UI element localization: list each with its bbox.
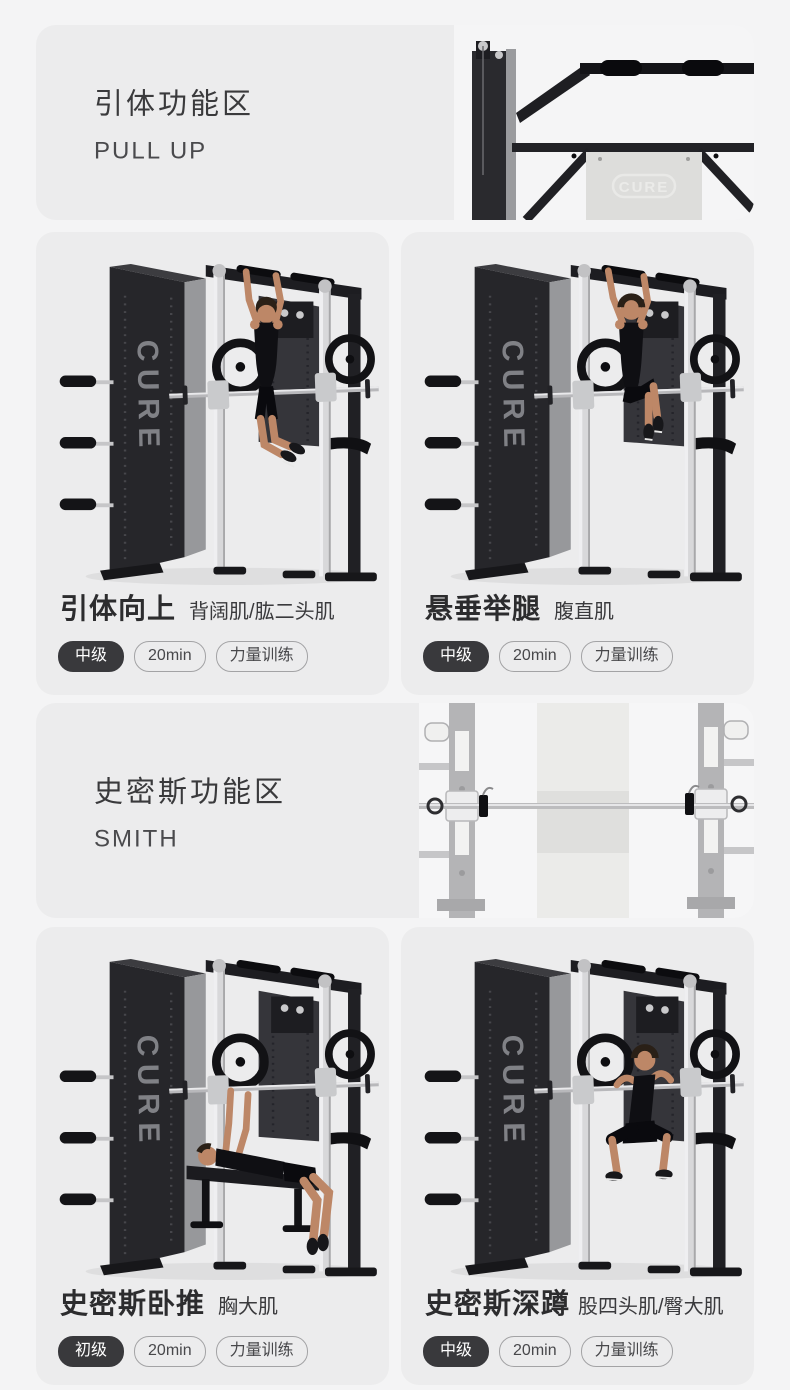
- level-badge: 中级: [58, 641, 125, 672]
- smith-zone-equipment-image: [419, 703, 754, 918]
- exercise-card-hanging-leg-raise: 悬垂举腿 腹直肌 中级 20min 力量训练: [401, 232, 754, 695]
- target-muscles: 背阔肌/肱二头肌: [189, 601, 335, 623]
- smith-squat-exercise-image: [401, 935, 754, 1281]
- duration-badge: 20min: [134, 1336, 206, 1367]
- zone-title: 史密斯功能区: [94, 776, 287, 808]
- target-muscles: 胸大肌: [218, 1296, 279, 1318]
- exercise-tags: 中级 20min 力量训练: [401, 1336, 754, 1367]
- athlete-leg-raise-figure: [604, 267, 664, 441]
- category-badge: 力量训练: [215, 641, 308, 672]
- level-badge: 中级: [423, 1336, 490, 1367]
- target-muscles: 股四头肌/臀大肌: [578, 1296, 724, 1318]
- exercise-tags: 初级 20min 力量训练: [36, 1336, 389, 1367]
- exercise-card-pull-up: 引体向上 背阔肌/肱二头肌 中级 20min 力量训练: [36, 232, 389, 695]
- exercise-title: 悬垂举腿: [425, 593, 542, 624]
- panel-brand-label: CURE: [619, 179, 670, 196]
- pullup-zone-text: 引体功能区 PULL UP: [94, 80, 254, 165]
- exercise-title: 史密斯深蹲: [425, 1288, 571, 1319]
- exercise-card-smith-squat: 史密斯深蹲 股四头肌/臀大肌 中级 20min 力量训练: [401, 927, 754, 1385]
- smith-barbell-closeup-illustration: [419, 703, 754, 918]
- athlete-bench-press-figure: [186, 1087, 334, 1256]
- smith-zone-text: 史密斯功能区 SMITH: [94, 768, 286, 853]
- pullup-zone-equipment-image: CURE: [454, 25, 754, 220]
- section-header-smith-zone: 史密斯功能区 SMITH: [36, 703, 754, 918]
- pullup-zone-cards: 引体向上 背阔肌/肱二头肌 中级 20min 力量训练: [36, 232, 754, 695]
- zone-title: 引体功能区: [94, 88, 255, 120]
- hanging-leg-raise-exercise-image: [401, 240, 754, 586]
- duration-badge: 20min: [499, 641, 571, 672]
- athlete-pullup-figure: [242, 268, 306, 468]
- exercise-card-smith-bench-press: 史密斯卧推 胸大肌 初级 20min 力量训练: [36, 927, 389, 1385]
- level-badge: 初级: [58, 1336, 125, 1367]
- exercise-title: 史密斯卧推: [60, 1288, 206, 1319]
- duration-badge: 20min: [134, 641, 206, 672]
- smith-bench-press-exercise-image: [36, 935, 389, 1281]
- category-badge: 力量训练: [580, 1336, 673, 1367]
- smith-zone-cards: 史密斯卧推 胸大肌 初级 20min 力量训练: [36, 927, 754, 1385]
- exercise-tags: 中级 20min 力量训练: [36, 641, 389, 672]
- zone-subtitle: SMITH: [94, 825, 179, 852]
- zone-subtitle: PULL UP: [94, 137, 208, 164]
- level-badge: 中级: [423, 641, 490, 672]
- exercise-title: 引体向上: [60, 593, 177, 624]
- section-header-pullup-zone: CURE 引体功能区 PULL UP: [36, 25, 754, 220]
- pull-up-exercise-image: [36, 240, 389, 586]
- target-muscles: 腹直肌: [554, 601, 615, 623]
- athlete-squat-figure: [605, 1044, 675, 1182]
- pullup-bar-top-of-machine-illustration: CURE: [454, 25, 754, 220]
- exercise-tags: 中级 20min 力量训练: [401, 641, 754, 672]
- category-badge: 力量训练: [215, 1336, 308, 1367]
- duration-badge: 20min: [499, 1336, 571, 1367]
- category-badge: 力量训练: [580, 641, 673, 672]
